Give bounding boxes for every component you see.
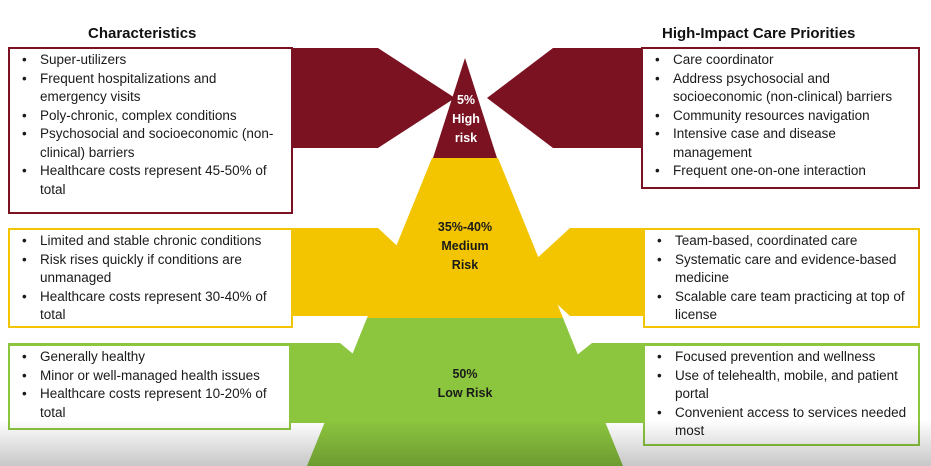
tier-label-line: Medium (441, 239, 489, 253)
list-item: Healthcare costs represent 10-20% of tot… (22, 385, 283, 422)
characteristics-heading: Characteristics (88, 25, 197, 42)
low-risk-characteristics-box: Generally healthy Minor or well-managed … (8, 344, 291, 430)
list-item: Super-utilizers (22, 51, 285, 70)
list-item: Convenient access to services needed mos… (657, 404, 912, 441)
high-risk-tier-label: 5% High risk (435, 91, 497, 148)
list-item: Frequent hospitalizations and emergency … (22, 70, 285, 107)
tier-label-line: 50% (452, 367, 478, 381)
list-item: Scalable care team practicing at top of … (657, 288, 912, 325)
low-risk-priorities-box: Focused prevention and wellness Use of t… (643, 344, 920, 446)
list-item: Limited and stable chronic conditions (22, 232, 285, 251)
list-item: Psychosocial and socioeconomic (non-clin… (22, 125, 285, 162)
list-item: Generally healthy (22, 348, 283, 367)
priorities-heading: High-Impact Care Priorities (662, 25, 856, 42)
list-item: Use of telehealth, mobile, and patient p… (657, 367, 912, 404)
tier-label-line: Low Risk (437, 386, 493, 400)
high-risk-characteristics-list: Super-utilizers Frequent hospitalization… (18, 51, 285, 199)
high-risk-characteristics-box: Super-utilizers Frequent hospitalization… (8, 47, 293, 214)
list-item: Healthcare costs represent 45-50% of tot… (22, 162, 285, 199)
tier-label-line: 5% (456, 93, 476, 107)
list-item: Intensive case and disease management (655, 125, 912, 162)
tier-label-line: 35%-40% (437, 220, 493, 234)
list-item: Care coordinator (655, 51, 912, 70)
tier-label-line: Risk (451, 258, 479, 272)
low-risk-tier-label: 50% Low Risk (410, 365, 520, 403)
high-risk-tier (433, 58, 497, 158)
list-item: Address psychosocial and socioeconomic (… (655, 70, 912, 107)
medium-risk-tier (367, 158, 563, 318)
medium-risk-priorities-box: Team-based, coordinated care Systematic … (643, 228, 920, 328)
high-risk-priorities-box: Care coordinator Address psychosocial an… (641, 47, 920, 189)
bottom-shadow-overlay (0, 420, 931, 466)
list-item: Risk rises quickly if conditions are unm… (22, 251, 285, 288)
list-item: Systematic care and evidence-based medic… (657, 251, 912, 288)
low-risk-characteristics-list: Generally healthy Minor or well-managed … (18, 348, 283, 422)
low-risk-priorities-list: Focused prevention and wellness Use of t… (653, 348, 912, 441)
list-item: Team-based, coordinated care (657, 232, 912, 251)
low-risk-tier (307, 318, 623, 466)
medium-risk-characteristics-list: Limited and stable chronic conditions Ri… (18, 232, 285, 325)
tier-label-line: High (452, 112, 480, 126)
medium-risk-characteristics-box: Limited and stable chronic conditions Ri… (8, 228, 293, 328)
list-item: Healthcare costs represent 30-40% of tot… (22, 288, 285, 325)
tier-label-line: risk (454, 131, 478, 145)
high-risk-priorities-list: Care coordinator Address psychosocial an… (651, 51, 912, 181)
list-item: Community resources navigation (655, 107, 912, 126)
medium-risk-priorities-list: Team-based, coordinated care Systematic … (653, 232, 912, 325)
list-item: Poly-chronic, complex conditions (22, 107, 285, 126)
medium-risk-tier-label: 35%-40% Medium Risk (410, 218, 520, 275)
list-item: Focused prevention and wellness (657, 348, 912, 367)
list-item: Minor or well-managed health issues (22, 367, 283, 386)
list-item: Frequent one-on-one interaction (655, 162, 912, 181)
